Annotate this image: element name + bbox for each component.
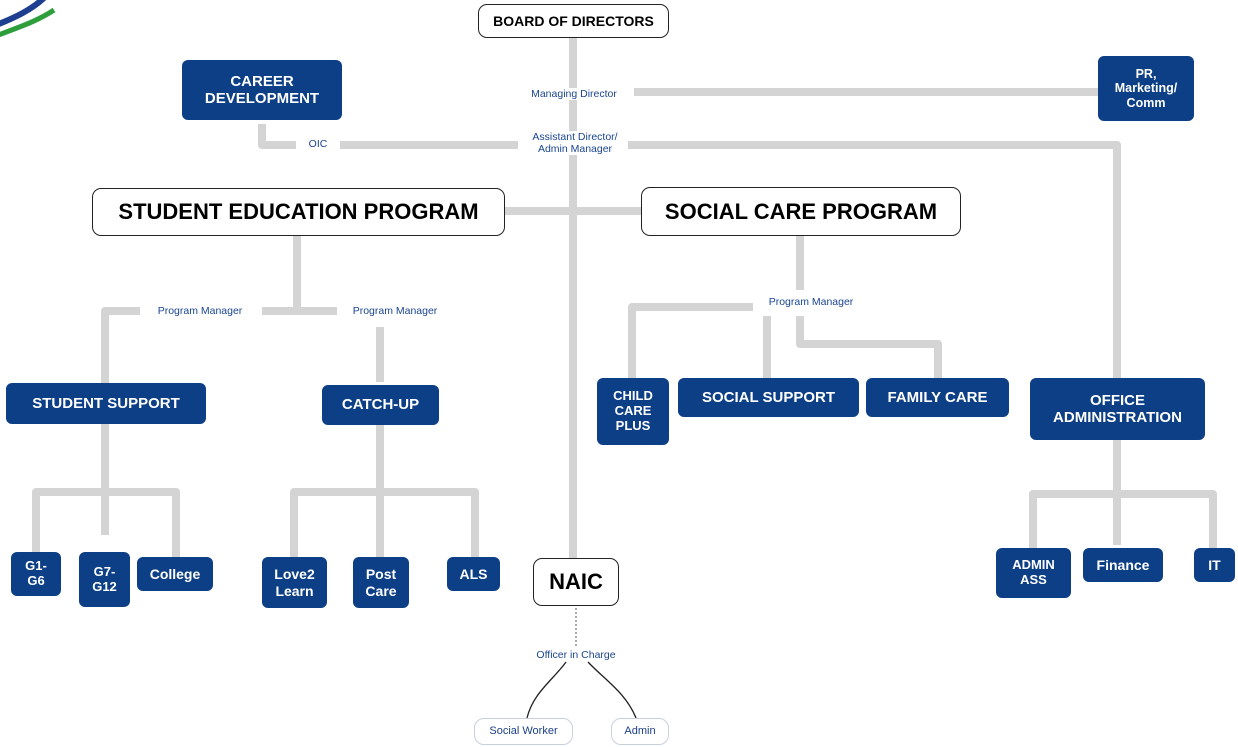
- career-development-node: CAREER DEVELOPMENT: [182, 60, 342, 120]
- assistant-director-label: Assistant Director/ Admin Manager: [522, 131, 628, 156]
- social-support-node: SOCIAL SUPPORT: [678, 378, 859, 417]
- als-node: ALS: [447, 557, 500, 591]
- program-manager-catch-up-label: Program Manager: [343, 305, 447, 318]
- oic-label: OIC: [300, 138, 336, 151]
- program-manager-student-support-label: Program Manager: [148, 305, 252, 318]
- family-care-node: FAMILY CARE: [866, 378, 1009, 417]
- love2learn-node: Love2 Learn: [262, 557, 327, 608]
- child-care-plus-node: CHILD CARE PLUS: [597, 378, 669, 445]
- student-support-node: STUDENT SUPPORT: [6, 383, 206, 424]
- managing-director-label: Managing Director: [523, 88, 625, 101]
- admin-node: Admin: [611, 718, 669, 745]
- g7-g12-node: G7- G12: [79, 552, 130, 607]
- board-of-directors-node: BOARD OF DIRECTORS: [478, 4, 669, 38]
- g1-g6-node: G1- G6: [11, 552, 61, 596]
- it-node: IT: [1194, 548, 1235, 582]
- post-care-node: Post Care: [353, 557, 409, 608]
- program-manager-social-care-label: Program Manager: [759, 296, 863, 309]
- college-node: College: [137, 557, 213, 591]
- social-worker-node: Social Worker: [474, 718, 573, 745]
- catch-up-node: CATCH-UP: [322, 385, 439, 425]
- office-administration-node: OFFICE ADMINISTRATION: [1030, 378, 1205, 440]
- pr-marketing-comm-node: PR, Marketing/ Comm: [1098, 56, 1194, 121]
- finance-node: Finance: [1083, 548, 1163, 582]
- officer-in-charge-label: Officer in Charge: [527, 649, 625, 662]
- student-education-program-node: STUDENT EDUCATION PROGRAM: [92, 188, 505, 236]
- naic-node: NAIC: [533, 558, 619, 606]
- logo-icon: [0, 0, 56, 38]
- admin-ass-node: ADMIN ASS: [996, 548, 1071, 598]
- social-care-program-node: SOCIAL CARE PROGRAM: [641, 187, 961, 236]
